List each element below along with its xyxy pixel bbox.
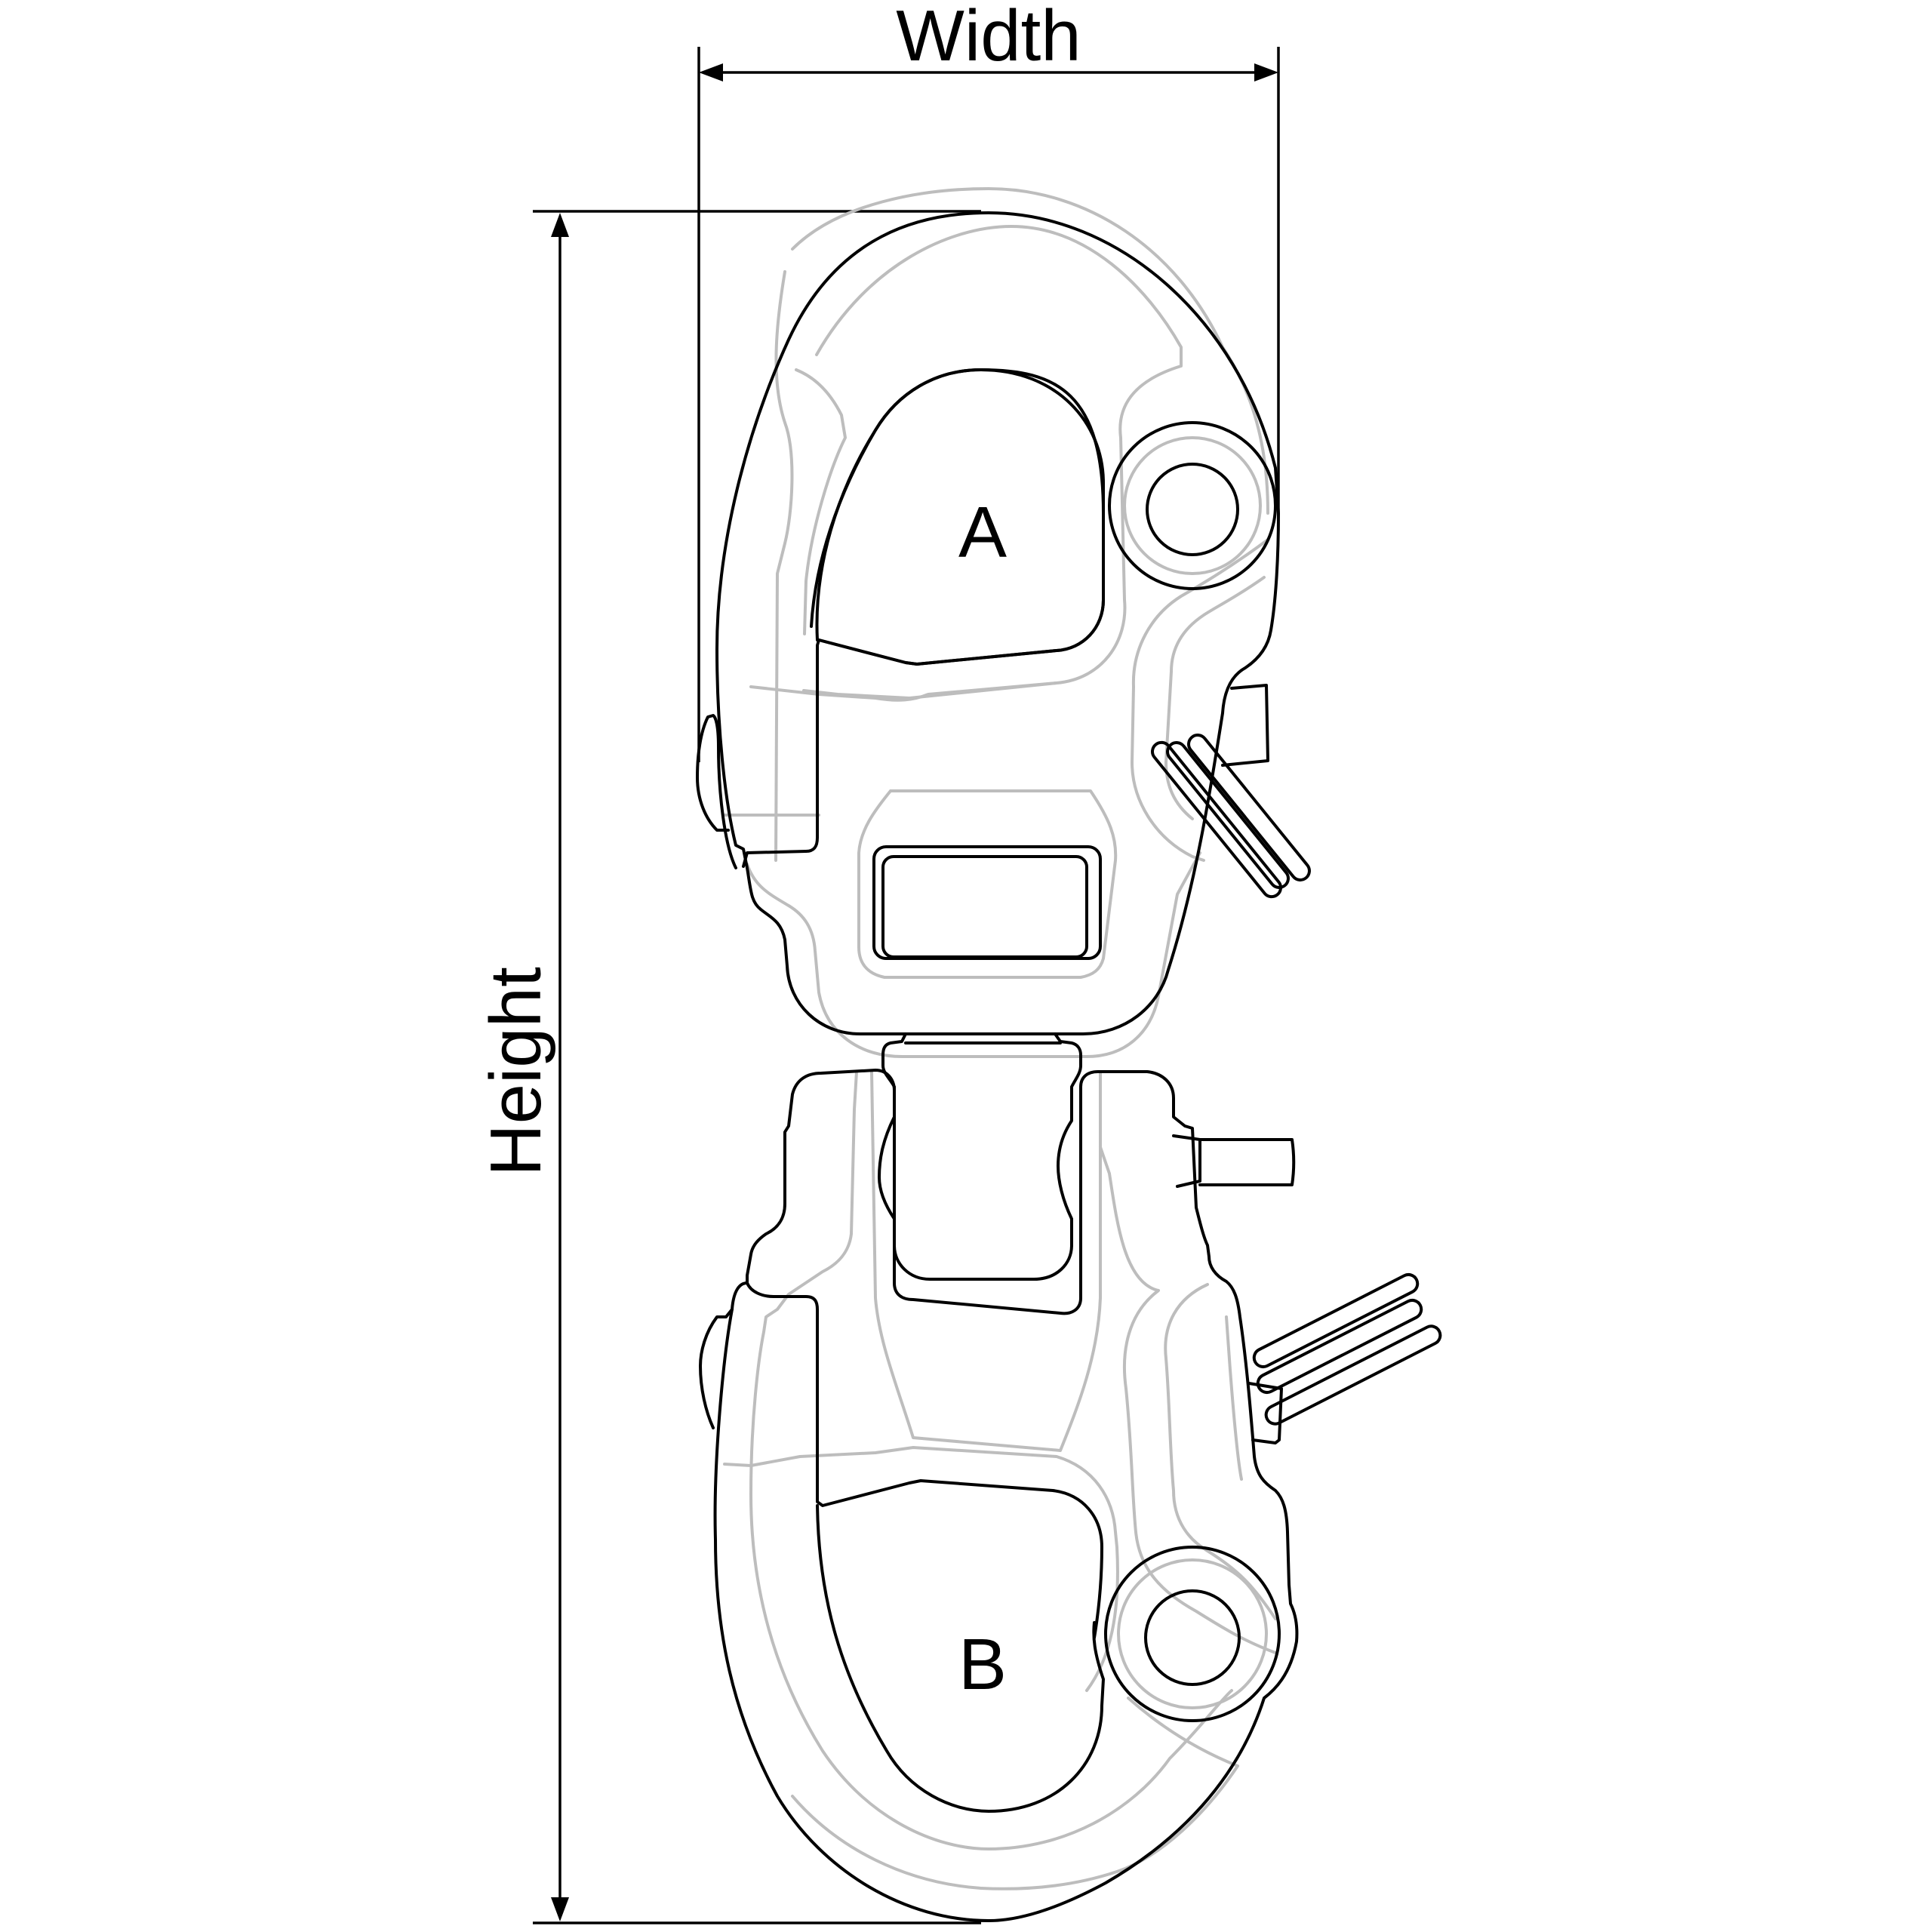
upper-body-lower-contour	[723, 681, 1118, 979]
upper-body-base-contour	[746, 851, 1201, 1058]
upper-body-outer-contour	[774, 187, 1269, 862]
width-arrow-right	[1254, 63, 1278, 82]
lower-hinge-boss	[1104, 1546, 1281, 1722]
lower-hinge-boss-inner	[1117, 1558, 1268, 1709]
width-arrow-left	[699, 63, 723, 82]
lower-hinge-pin	[1144, 1589, 1241, 1686]
upper-trigger-pin	[1221, 684, 1269, 767]
lower-snap-body: B	[699, 1069, 1442, 1922]
height-label: Height	[475, 967, 556, 1177]
upper-trigger-rod-2	[1187, 734, 1311, 881]
lower-eye-opening	[816, 1504, 1105, 1813]
lower-swivel-pin	[1172, 1134, 1296, 1188]
height-dimension: Height	[475, 210, 981, 1924]
lower-latch-step	[746, 1281, 1103, 1639]
upper-eye-label: A	[958, 492, 1007, 573]
lower-body-mid-contour	[723, 1146, 1277, 1692]
lower-body-inner-contour	[749, 1070, 1233, 1850]
upper-window-slot-inner	[881, 855, 1088, 958]
upper-trigger-rod-1	[1166, 741, 1290, 889]
height-arrow-bottom	[551, 1897, 569, 1921]
lower-trigger-pin	[1247, 1382, 1283, 1444]
upper-eye-opening	[815, 368, 1105, 666]
upper-body-outline	[715, 211, 1280, 1035]
lower-body-right-contour	[1164, 1283, 1277, 1620]
upper-hinge-boss	[1108, 421, 1277, 590]
upper-latch-strip	[696, 714, 737, 869]
swivel-neck	[878, 1032, 1082, 1281]
upper-trigger-rod-3	[1150, 740, 1283, 899]
lower-trigger-rod-1	[1252, 1272, 1420, 1369]
lower-body-outline	[713, 1069, 1299, 1922]
width-label: Width	[896, 0, 1081, 76]
lower-body-eye-contour	[791, 1697, 1239, 1890]
lower-trigger-rod-3	[1264, 1324, 1442, 1426]
upper-body-inner-contour	[802, 225, 1183, 700]
height-arrow-top	[551, 213, 569, 237]
lower-latch-strip	[699, 1308, 734, 1429]
upper-body-mid-contour	[795, 368, 847, 635]
lower-trigger-rod-2	[1256, 1298, 1423, 1395]
upper-snap-body: A	[696, 187, 1311, 1058]
upper-body-right-contour	[1131, 538, 1269, 862]
upper-hinge-boss-inner	[1123, 436, 1262, 575]
swivel-connector	[878, 1032, 1082, 1281]
lower-eye-label: B	[958, 1624, 1007, 1705]
width-dimension: Width	[697, 0, 1280, 762]
upper-hinge-pin	[1146, 463, 1239, 556]
upper-window-slot-outer	[872, 845, 1102, 960]
